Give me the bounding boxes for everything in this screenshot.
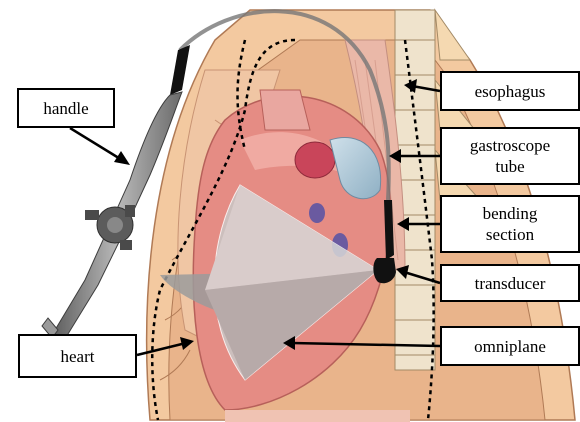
label-bending-section: bending section	[440, 195, 580, 253]
label-gastroscope-tube: gastroscope tube	[440, 127, 580, 185]
label-transducer: transducer	[440, 264, 580, 302]
label-omniplane-text: omniplane	[474, 336, 546, 357]
label-bending-line1: bending	[483, 203, 538, 224]
label-esophagus: esophagus	[440, 71, 580, 111]
label-esophagus-text: esophagus	[475, 81, 546, 102]
label-heart: heart	[18, 334, 137, 378]
label-gastroscope-line2: tube	[470, 156, 550, 177]
label-transducer-text: transducer	[475, 273, 546, 294]
label-gastroscope-line1: gastroscope	[470, 135, 550, 156]
arrow-handle	[70, 128, 130, 165]
label-heart-text: heart	[61, 346, 95, 367]
label-handle: handle	[17, 88, 115, 128]
label-omniplane: omniplane	[440, 326, 580, 366]
label-handle-text: handle	[43, 98, 88, 119]
label-bending-line2: section	[483, 224, 538, 245]
